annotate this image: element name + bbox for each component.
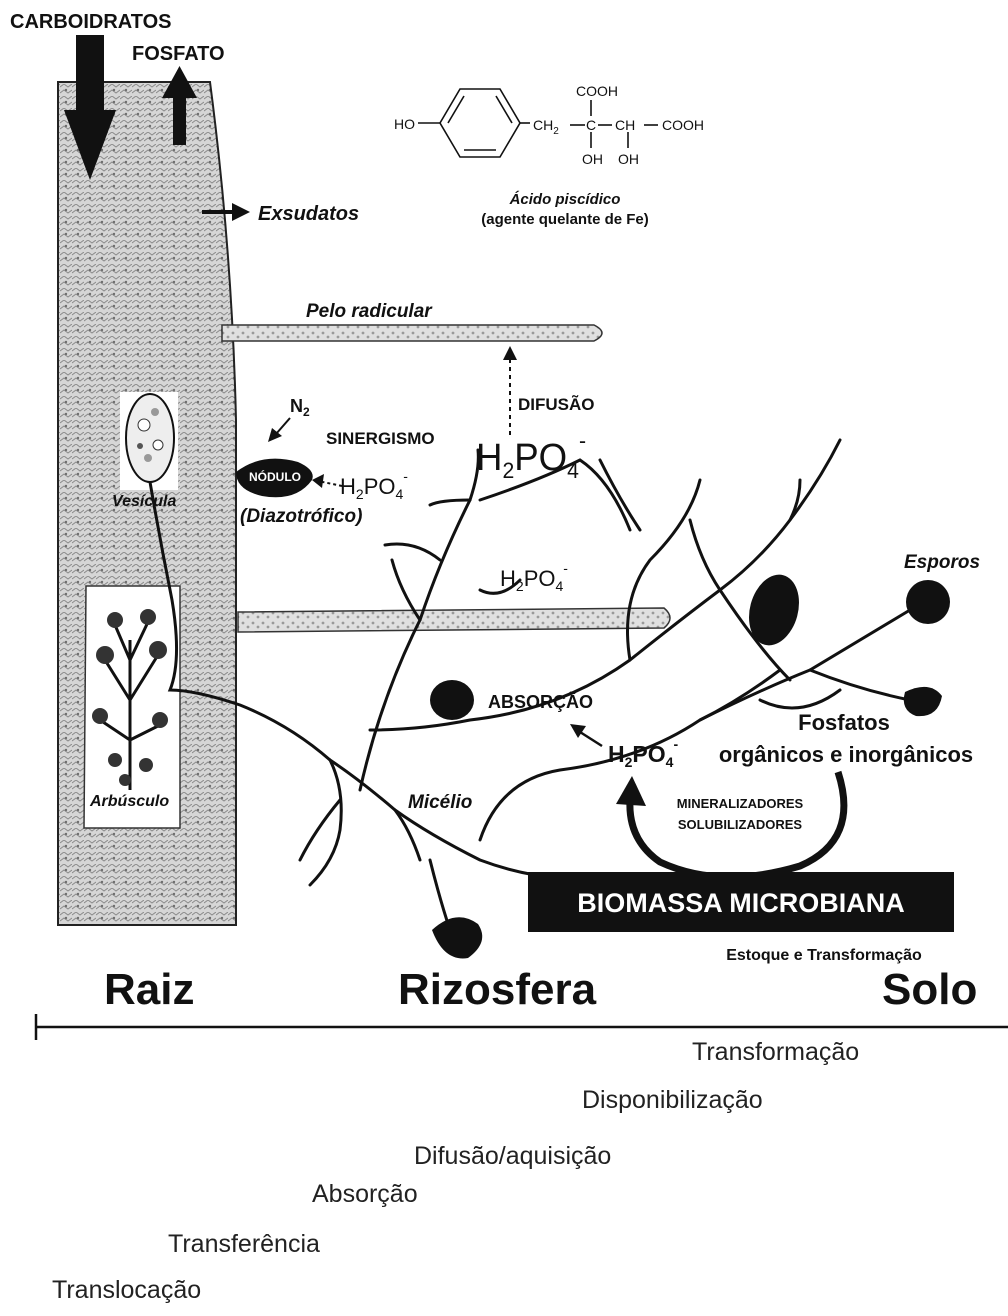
molecule-cooh-right: COOH — [662, 117, 704, 133]
spore-4 — [904, 687, 942, 716]
absorption-arrow-head — [570, 724, 586, 738]
step-transformation: Transformação — [692, 1038, 859, 1067]
step-transfer: Transferência — [168, 1230, 320, 1259]
root-hair-label: Pelo radicular — [306, 301, 433, 322]
spore-5 — [432, 917, 482, 958]
spore-1 — [430, 680, 474, 720]
biomass-label: BIOMASSA MICROBIANA — [577, 888, 905, 918]
diffusion-arrow-head — [503, 346, 517, 360]
phosphate-label: FOSFATO — [132, 43, 225, 65]
zone-root: Raiz — [104, 965, 194, 1014]
ion-large: H2PO4- — [476, 428, 586, 483]
spores-label: Esporos — [904, 552, 980, 573]
root-hair-upper — [222, 325, 602, 341]
molecule-ho: HO — [394, 116, 415, 132]
nodule-arrow-head — [312, 474, 324, 488]
diazotroph-label: (Diazotrófico) — [240, 506, 362, 527]
arbuscule-label: Arbúsculo — [89, 793, 169, 810]
arbuscule — [84, 586, 180, 828]
n2-label: N2 — [290, 396, 310, 419]
diffusion-label: DIFUSÃO — [518, 394, 595, 414]
molecule-cooh-top: COOH — [576, 83, 618, 99]
nodule-label: NÓDULO — [249, 469, 301, 484]
molecule-c: C — [586, 117, 596, 133]
mineralization-cycle-arrow-head — [616, 776, 646, 806]
step-absorption: Absorção — [312, 1180, 418, 1209]
vesicle — [120, 392, 178, 490]
step-diffusion-acquisition: Difusão/aquisição — [414, 1142, 611, 1171]
ion-mycelium: H2PO4- — [500, 560, 568, 594]
root-hair-lower — [238, 608, 670, 632]
phosphates-line-2: orgânicos e inorgânicos — [719, 742, 973, 767]
vesicle-label: Vesícula — [112, 493, 176, 510]
absorption-label: ABSORÇÃO — [488, 691, 593, 712]
molecule-oh-2: OH — [618, 151, 639, 167]
zone-soil: Solo — [882, 965, 977, 1014]
spore-2 — [742, 569, 807, 651]
step-translocation: Translocação — [52, 1276, 201, 1305]
molecule-note: (agente quelante de Fe) — [481, 211, 649, 228]
molecule-ch2: CH2 — [533, 117, 559, 137]
ion-phosphates: H2PO4- — [608, 736, 678, 770]
stock-label: Estoque e Transformação — [726, 947, 922, 964]
ion-nodule: H2PO4- — [340, 468, 408, 502]
spore-3 — [906, 580, 950, 624]
mycelium-label: Micélio — [408, 792, 472, 813]
molecule-name: Ácido piscídico — [509, 191, 621, 208]
solubilizers-label: SOLUBILIZADORES — [678, 817, 803, 832]
mineralizers-label: MINERALIZADORES — [677, 796, 804, 811]
exudates-label: Exsudatos — [258, 203, 359, 225]
zone-rhizosphere: Rizosfera — [398, 965, 597, 1014]
molecule-ch: CH — [615, 117, 635, 133]
molecule-oh-1: OH — [582, 151, 603, 167]
n2-arrow — [276, 418, 290, 434]
step-availability: Disponibilização — [582, 1086, 763, 1115]
synergism-label: SINERGISMO — [326, 429, 435, 448]
phosphates-line-1: Fosfatos — [798, 710, 890, 735]
absorption-arrow — [580, 732, 602, 746]
carbohydrates-label: CARBOIDRATOS — [10, 11, 171, 33]
